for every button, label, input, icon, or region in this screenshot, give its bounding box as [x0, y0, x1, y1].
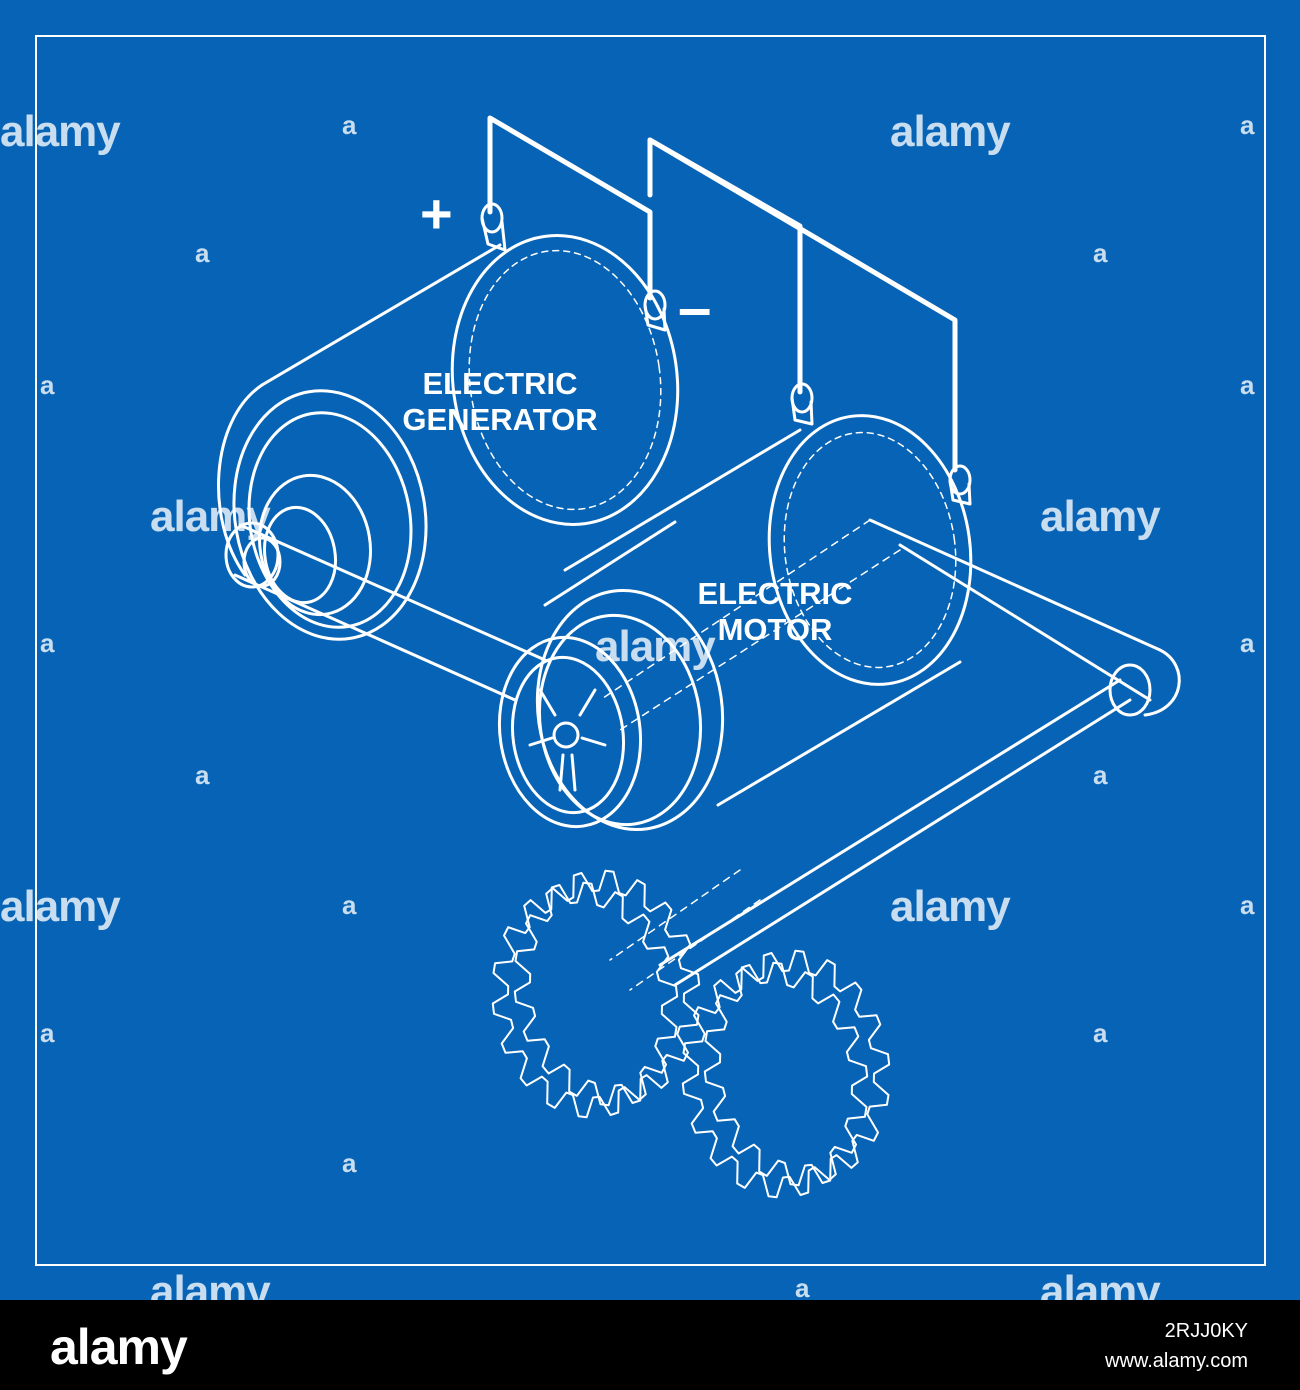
drawing-frame	[35, 35, 1266, 1266]
generator-body	[217, 234, 680, 641]
image-id: 2RJJ0KY	[1164, 1320, 1248, 1342]
plus-terminal-label: +	[420, 182, 453, 245]
wire-negative	[647, 137, 958, 473]
drive-shaft	[658, 678, 1132, 987]
gear-front-face	[681, 961, 869, 1199]
gear-back-face	[513, 869, 701, 1107]
minus-terminal-label: –	[678, 274, 712, 341]
motor-label: ELECTRIC MOTOR	[697, 576, 853, 647]
gear-front-face	[491, 881, 679, 1119]
blueprint-drawing	[35, 35, 1266, 1266]
motor-pulley	[497, 635, 643, 829]
motor-terminal-1	[790, 382, 814, 426]
motor-body	[535, 414, 973, 832]
footer-url[interactable]: www.alamy.com	[1105, 1350, 1248, 1372]
generator-label: ELECTRIC GENERATOR	[402, 366, 598, 437]
footer-logo[interactable]: alamy	[50, 1319, 188, 1375]
drive-belt	[224, 521, 547, 702]
gear-left	[491, 869, 701, 1119]
gear-back-face	[703, 949, 891, 1187]
wire-positive	[487, 115, 653, 301]
gear-right	[681, 949, 891, 1199]
generator-terminal-plus	[480, 202, 507, 252]
footer-bar: alamy 2RJJ0KY www.alamy.com	[0, 1300, 1300, 1390]
output-belt	[868, 518, 1181, 717]
blueprint-panel: alamy alamy alamy alamy alamy alamy alam…	[0, 0, 1300, 1300]
